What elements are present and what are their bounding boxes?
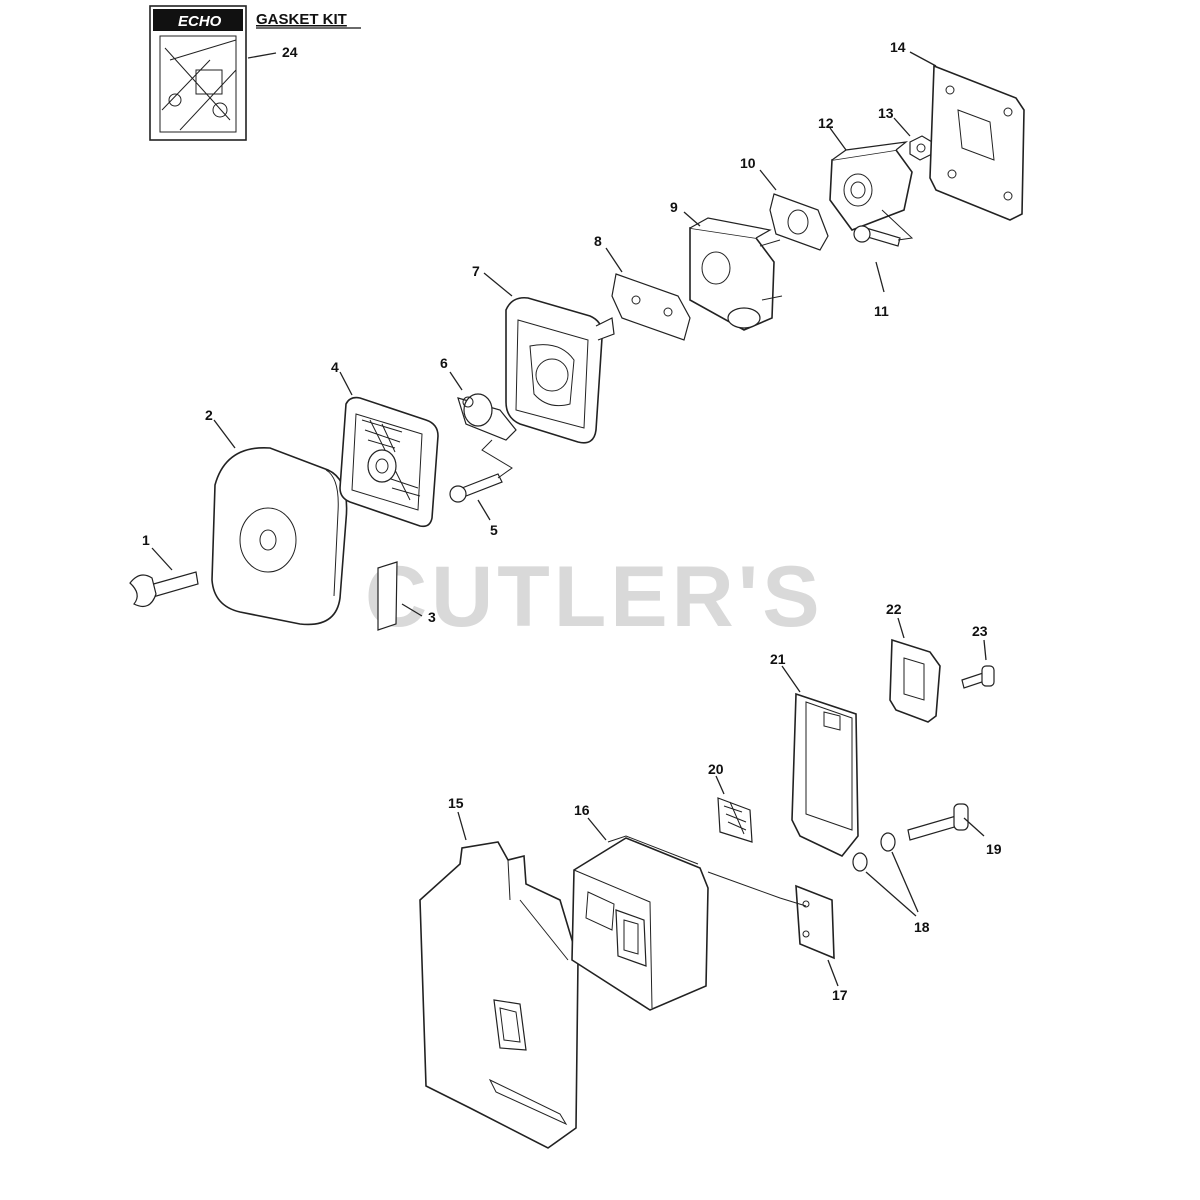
part-label-9: 9: [670, 199, 678, 215]
part-label-11: 11: [874, 303, 889, 319]
gasket-kit-title: GASKET KIT: [256, 11, 347, 28]
part-11-bolt: [853, 225, 901, 247]
echo-logo: [153, 9, 243, 31]
part-label-8: 8: [594, 233, 602, 249]
part-23-bolt: [961, 665, 995, 689]
part-label-18: 18: [914, 919, 930, 935]
part-15-muffler-cover: [419, 841, 579, 1149]
part-7-air-case: [505, 296, 615, 444]
part-label-4: 4: [331, 359, 339, 375]
part-label-2: 2: [205, 407, 213, 423]
part-label-6: 6: [440, 355, 448, 371]
part-label-14: 14: [890, 39, 906, 55]
part-20-screen: [717, 797, 753, 843]
part-3-filter-element: [377, 561, 398, 631]
part-12-insulator: [829, 141, 913, 231]
part-label-19: 19: [986, 841, 1002, 857]
gasket-kit-box: ECHO: [149, 5, 247, 141]
part-label-23: 23: [972, 623, 988, 639]
part-label-17: 17: [832, 987, 848, 1003]
part-label-12: 12: [818, 115, 834, 131]
part-label-21: 21: [770, 651, 786, 667]
part-5-screw: [449, 473, 503, 503]
part-label-1: 1: [142, 532, 150, 548]
part-label-10: 10: [740, 155, 756, 171]
part-label-16: 16: [574, 802, 590, 818]
part-label-7: 7: [472, 263, 480, 279]
part-19-long-bolt: [907, 803, 969, 841]
part-9-carburetor: [689, 217, 783, 331]
watermark: CUTLER'S: [365, 549, 824, 645]
part-label-15: 15: [448, 795, 464, 811]
part-21-housing: [791, 692, 859, 857]
part-10-gasket: [769, 193, 829, 251]
part-13-nut: [909, 135, 933, 161]
part-label-3: 3: [428, 609, 436, 625]
part-22-gasket: [889, 638, 941, 723]
part-18-washers: [852, 832, 896, 872]
part-17-plate: [795, 884, 835, 960]
part-16-muffler: [571, 835, 709, 1011]
part-label-24: 24: [282, 44, 298, 60]
part-1-wing-bolt: [129, 571, 199, 607]
part-label-22: 22: [886, 601, 902, 617]
part-6-bracket: [457, 393, 517, 441]
part-2-air-cover: [211, 447, 348, 626]
echo-logo-text: ECHO: [178, 13, 222, 30]
part-14-heat-plate: [929, 64, 1025, 221]
part-4-filter-screen: [339, 396, 439, 528]
part-label-5: 5: [490, 522, 498, 538]
part-label-20: 20: [708, 761, 724, 777]
part-label-13: 13: [878, 105, 894, 121]
part-8-gasket: [611, 273, 691, 341]
